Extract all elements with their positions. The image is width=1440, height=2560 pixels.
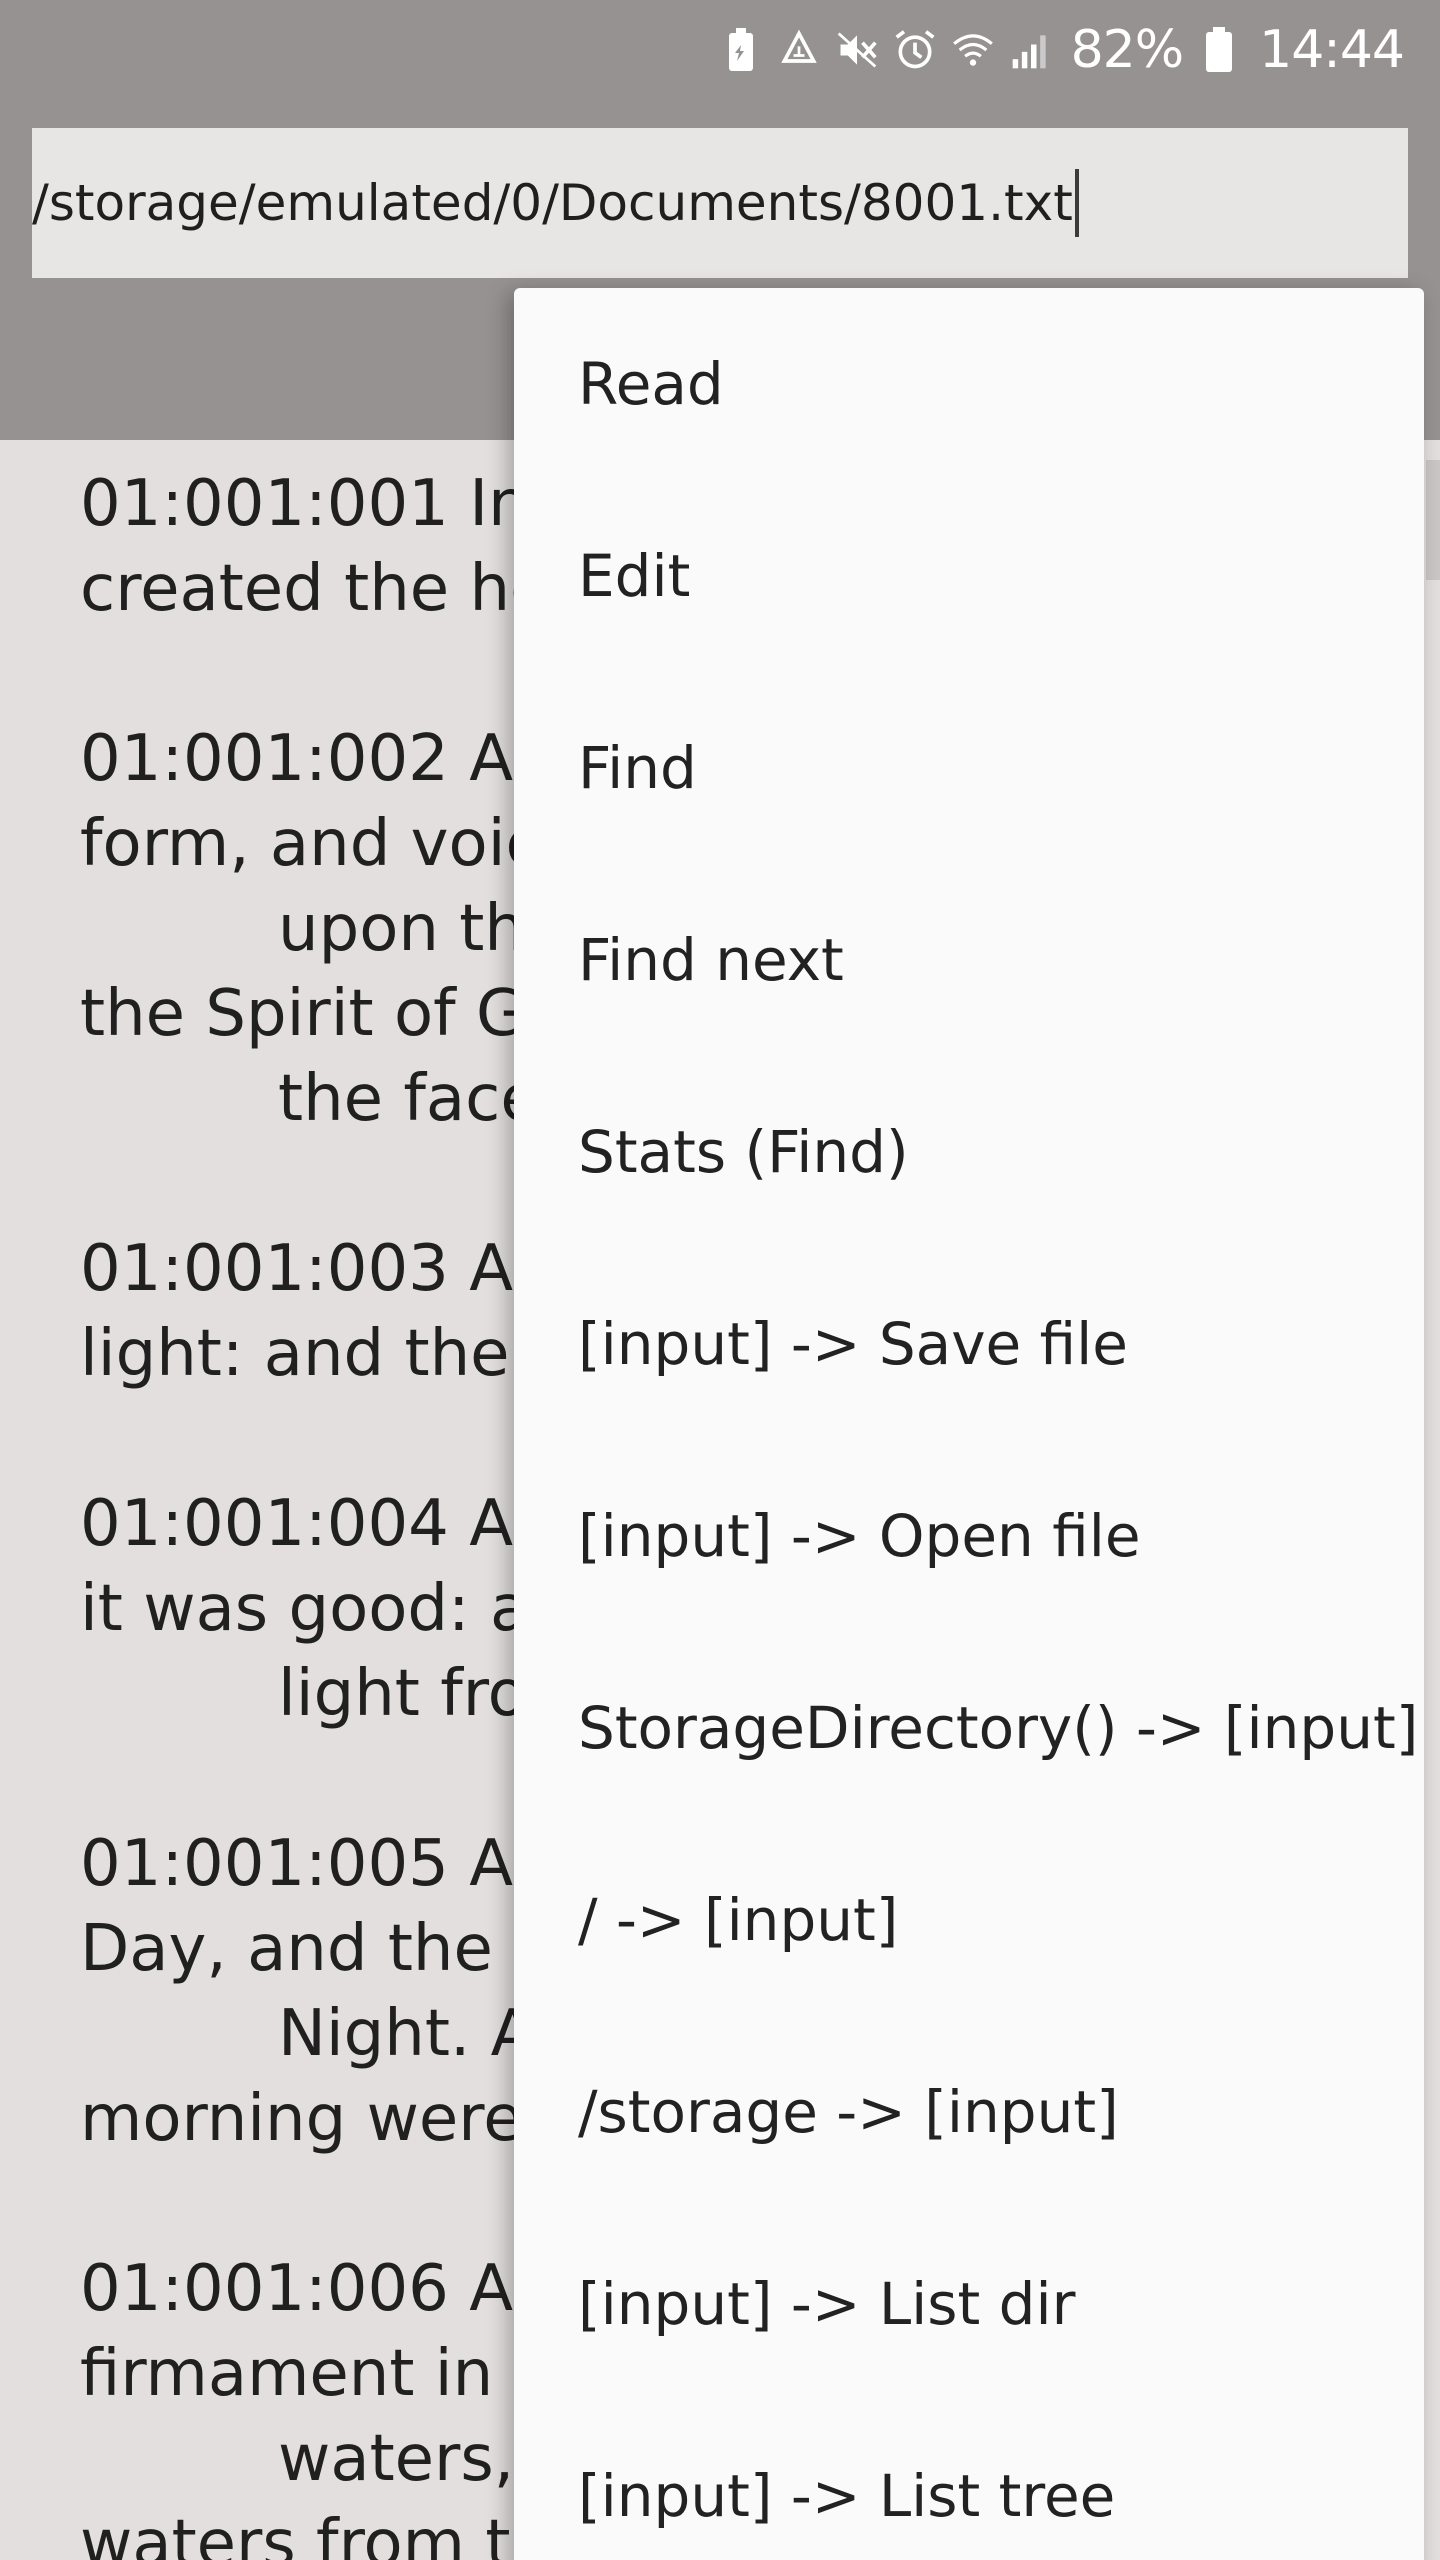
status-bar: 82% 14:44 <box>0 0 1440 100</box>
menu-item-find[interactable]: Find <box>578 734 697 802</box>
menu-item-save-file[interactable]: [input] -> Save file <box>578 1310 1128 1378</box>
document-line: Night. A <box>278 1997 535 2071</box>
document-line: 01:001:003 An <box>80 1232 554 1306</box>
scrollbar[interactable] <box>1426 460 1440 580</box>
text-cursor <box>1074 169 1079 237</box>
recycle-icon <box>777 26 821 74</box>
document-line: 01:001:005 An <box>80 1827 554 1901</box>
alarm-icon <box>893 26 937 74</box>
menu-item-read[interactable]: Read <box>578 350 724 418</box>
mute-icon <box>835 26 879 74</box>
document-line: form, and voic <box>80 807 541 881</box>
path-input[interactable]: /storage/emulated/0/Documents/8001.txt <box>32 128 1408 278</box>
document-line: 01:001:004 An <box>80 1487 554 1561</box>
menu-item-storage-directory[interactable]: StorageDirectory() -> [input] <box>578 1694 1419 1762</box>
menu-item-root-to-input[interactable]: / -> [input] <box>578 1886 899 1954</box>
document-line: light: and ther <box>80 1317 536 1391</box>
document-line: it was good: a <box>80 1572 530 1646</box>
document-line: waters, <box>278 2422 515 2496</box>
battery-saver-icon <box>719 26 763 74</box>
document-line: created the he <box>80 552 550 626</box>
clock: 14:44 <box>1259 20 1405 80</box>
document-line: upon th <box>278 892 525 966</box>
document-line: 01:001:006 An <box>80 2252 554 2326</box>
document-line: 01:001:001 In <box>80 467 529 541</box>
document-line: the face <box>278 1062 540 1136</box>
document-line: Day, and the d <box>80 1912 554 1986</box>
document-line: 01:001:002 An <box>80 722 554 796</box>
menu-item-storage-to-input[interactable]: /storage -> [input] <box>578 2078 1119 2146</box>
path-input-text[interactable]: /storage/emulated/0/Documents/8001.txt <box>32 174 1073 232</box>
document-line: light fro <box>278 1657 527 1731</box>
document-line: morning were <box>80 2082 523 2156</box>
signal-icon <box>1009 26 1053 74</box>
document-line: the Spirit of G <box>80 977 526 1051</box>
menu-item-find-next[interactable]: Find next <box>578 926 844 994</box>
menu-item-list-dir[interactable]: [input] -> List dir <box>578 2270 1076 2338</box>
wifi-icon <box>951 26 995 74</box>
menu-item-open-file[interactable]: [input] -> Open file <box>578 1502 1141 1570</box>
menu-item-list-tree[interactable]: [input] -> List tree <box>578 2462 1116 2530</box>
battery-percent: 82% <box>1070 20 1185 80</box>
document-line: waters from th <box>80 2507 551 2560</box>
overflow-menu: Read Edit Find Find next Stats (Find) [i… <box>514 288 1424 2560</box>
menu-item-stats-find[interactable]: Stats (Find) <box>578 1118 909 1186</box>
menu-item-edit[interactable]: Edit <box>578 542 691 610</box>
battery-icon <box>1197 26 1241 74</box>
document-line: firmament in t <box>80 2337 539 2411</box>
